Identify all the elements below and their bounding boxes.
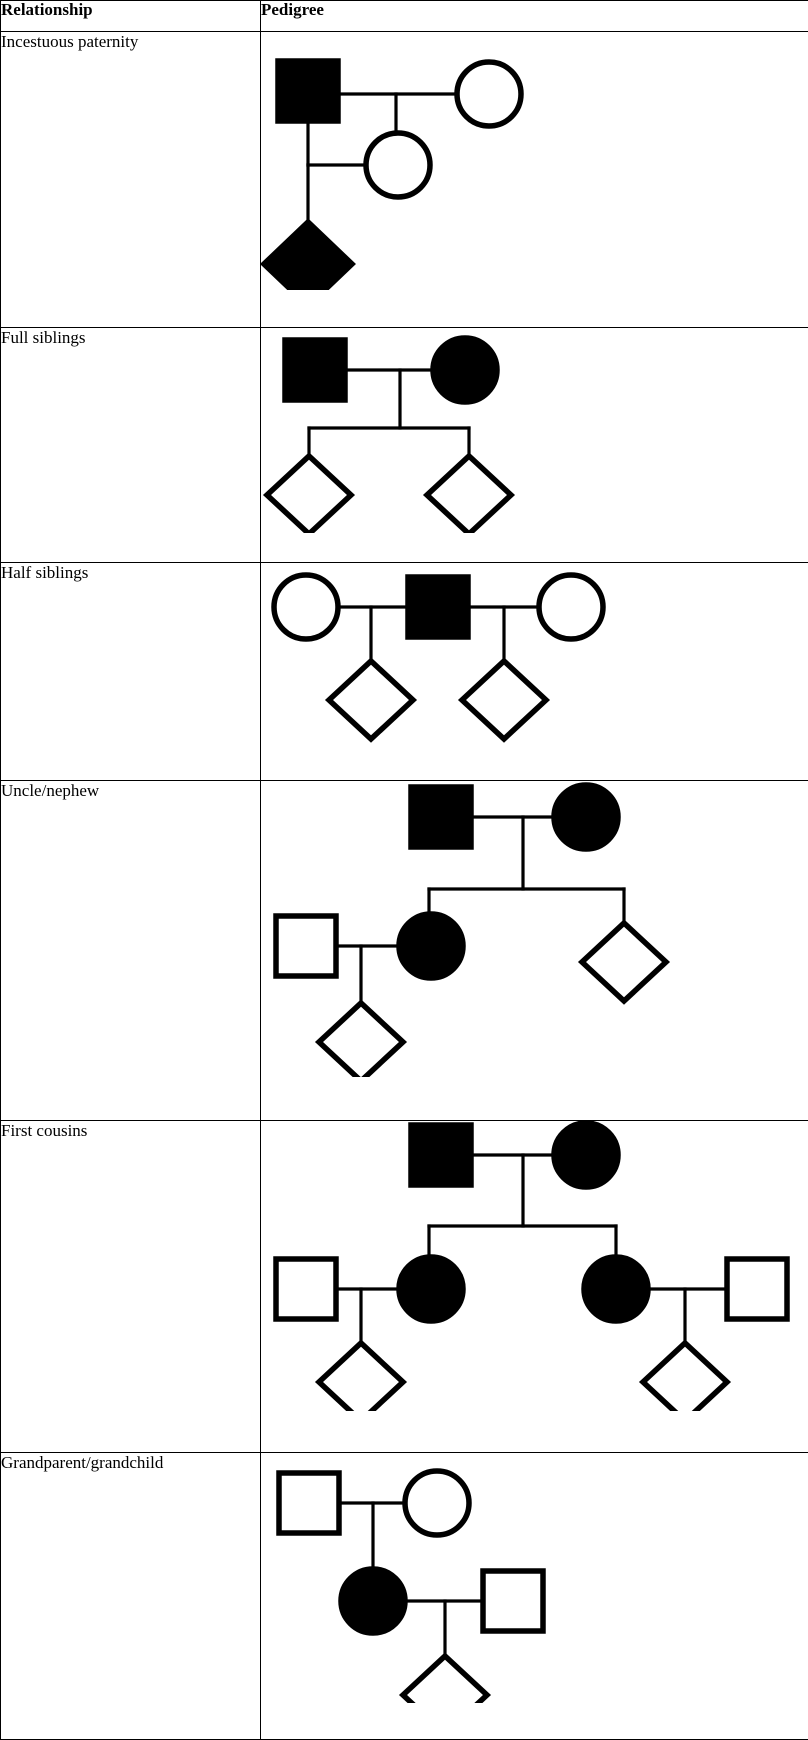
mother-1-open-circle [271,572,341,642]
daughter-left-filled-circle [396,1253,466,1324]
pedigree-cell-incestuous-paternity [260,31,808,328]
child-filled-diamond [261,218,356,290]
cousin-left-open-diamond [314,1338,408,1411]
mother-open-circle [454,59,524,129]
pedigree-cell-full-siblings [260,326,808,564]
grandmother-filled-circle [551,782,621,852]
half-sibling-1-open-diamond [324,657,418,743]
row-label-first-cousins: First cousins [0,1119,261,1454]
grandparent-grandchild-svg [276,1468,546,1704]
sibling-2-open-diamond [422,452,516,533]
grandfather-filled-square [408,1121,474,1188]
mother-filled-circle [430,335,500,405]
first-cousins-svg [273,1120,790,1411]
nephew-open-diamond [314,999,408,1078]
half-siblings-pedigree [261,563,808,780]
grandfather-open-square [276,1470,342,1536]
table-header-row: Relationship Pedigree [0,0,808,32]
shared-father-filled-square [405,574,471,640]
full-siblings-pedigree [261,328,808,562]
sibling-1-open-diamond [262,452,356,533]
half-sibling-2-open-diamond [457,657,551,743]
pedigree-cell-first-cousins [260,1119,808,1454]
pedigree-cell-uncle-nephew [260,780,808,1121]
table-row: Half siblings [0,562,808,782]
first-cousins-pedigree [261,1120,808,1453]
grandparent-grandchild-pedigree [261,1453,808,1739]
pedigree-cell-grandparent-grandchild [260,1452,808,1740]
father-filled-square [275,58,341,124]
row-label-uncle-nephew: Uncle/nephew [0,780,261,1121]
row-label-full-siblings: Full siblings [0,326,261,564]
uncle-open-diamond [577,919,671,1005]
mother-filled-circle [338,1566,408,1636]
spouse-right-open-square [724,1255,790,1322]
grandfather-filled-square [408,784,474,850]
row-label-grandparent-grandchild: Grandparent/grandchild [0,1452,261,1740]
pedigree-cell-half-siblings [260,562,808,782]
uncle-nephew-svg [273,782,671,1078]
mother-2-open-circle [536,572,606,642]
grandmother-open-circle [402,1468,472,1538]
grandmother-filled-circle [551,1120,621,1190]
uncle-nephew-pedigree [261,781,808,1120]
mother-filled-circle [396,911,466,981]
daughter-right-filled-circle [581,1253,651,1324]
table-row: First cousins [0,1119,808,1454]
cousin-right-open-diamond [638,1338,732,1411]
grandchild-open-diamond [398,1652,492,1704]
half-siblings-svg [271,572,606,743]
incestuous-paternity-svg [261,58,524,290]
spouse-left-open-square [273,1255,339,1322]
table-row: Grandparent/grandchild [0,1452,808,1740]
column-header-relationship: Relationship [0,0,261,32]
father-filled-square [282,337,348,403]
row-label-half-siblings: Half siblings [0,562,261,782]
spouse-open-square [273,913,339,979]
row-label-incestuous-paternity: Incestuous paternity [0,31,261,328]
incestuous-paternity-pedigree [261,32,808,327]
column-header-pedigree: Pedigree [260,0,808,32]
full-siblings-svg [262,335,516,533]
table-row: Uncle/nephew [0,780,808,1121]
table-row: Full siblings [0,326,808,564]
table-row: Incestuous paternity [0,31,808,328]
daughter-open-circle [363,130,433,200]
father-open-square [480,1568,546,1634]
